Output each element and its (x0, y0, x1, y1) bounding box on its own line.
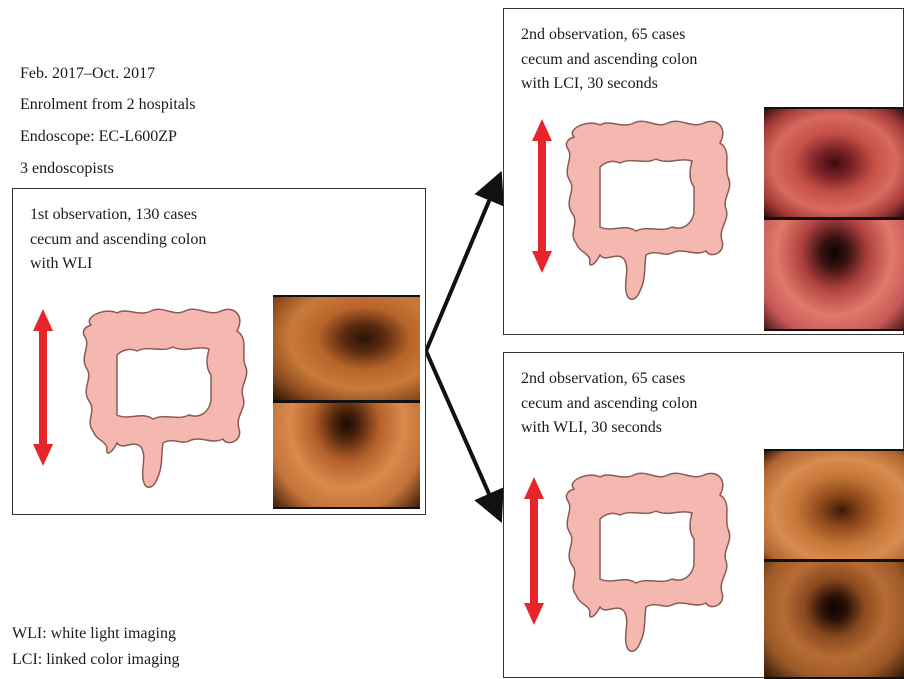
lci-endoscopy-images (764, 107, 904, 331)
wli-endoscopy-image-1 (273, 297, 420, 400)
colon-icon (566, 473, 729, 651)
wli-observation-box: 2nd observation, 65 cases cecum and asce… (503, 352, 904, 678)
legend-lci: LCI: linked color imaging (12, 650, 180, 670)
arrow-to-lci (426, 182, 497, 351)
colon-icon (566, 121, 729, 299)
arrow-to-wli (426, 351, 497, 512)
first-observation-box: 1st observation, 130 cases cecum and asc… (12, 188, 426, 515)
legend-wli: WLI: white light imaging (12, 624, 176, 644)
lci-endoscopy-image-1 (764, 109, 904, 217)
colon-icon (83, 309, 246, 487)
red-double-arrow (532, 119, 552, 273)
red-double-arrow (524, 477, 544, 625)
wli-2nd-endoscopy-image-2 (764, 562, 904, 677)
wli-endoscopy-image-2 (273, 403, 420, 507)
wli-2nd-endoscopy-image-1 (764, 451, 904, 559)
red-double-arrow (33, 309, 53, 466)
wli-2nd-endoscopy-images (764, 449, 904, 679)
lci-observation-box: 2nd observation, 65 cases cecum and asce… (503, 8, 904, 335)
wli-endoscopy-images (273, 295, 420, 509)
lci-endoscopy-image-2 (764, 220, 904, 329)
